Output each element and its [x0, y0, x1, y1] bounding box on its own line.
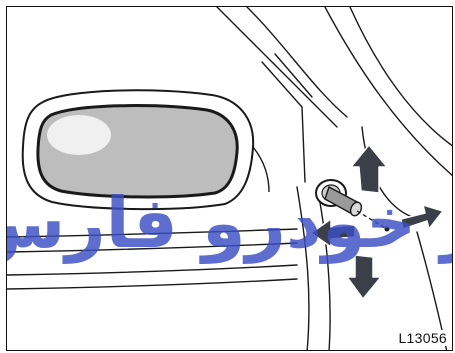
illustration-frame: راز خودرو فارس L13056: [6, 6, 453, 351]
illustration-svg: راز خودرو فارس: [7, 7, 453, 351]
window-line-1: [325, 7, 453, 177]
watermark-text: راز خودرو فارس: [7, 182, 453, 264]
door-crease-4: [7, 279, 297, 289]
mirror-mount-line-1: [262, 62, 305, 182]
door-crease-3: [7, 265, 297, 275]
window-line-2: [350, 7, 453, 147]
figure-code: L13056: [397, 330, 448, 346]
mirror-highlight: [47, 115, 111, 155]
